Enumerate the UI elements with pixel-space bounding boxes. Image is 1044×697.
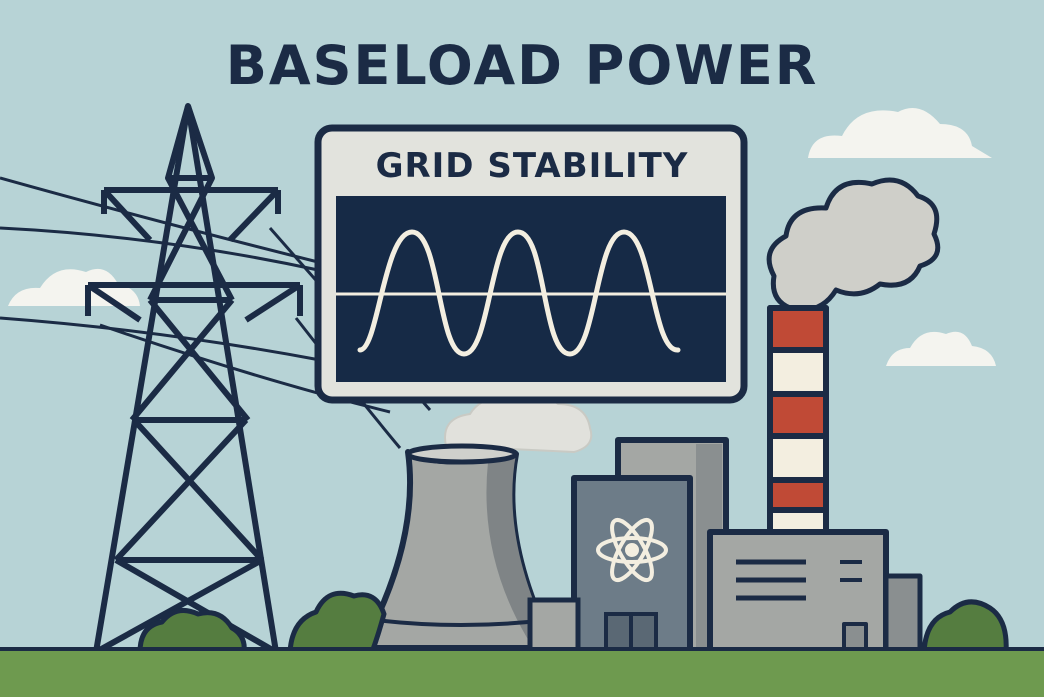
plant-building [707,529,923,653]
grid-stability-panel [314,124,748,404]
waveform-screen [336,196,726,382]
ground [0,648,1044,697]
page-title: BASELOAD POWER [225,34,819,97]
cloud-icon [808,108,992,158]
chimney-icon [767,305,829,543]
cooling-tower-icon [359,443,557,651]
annex-building [527,597,581,653]
smoke-cloud [766,177,941,313]
atom-icon [596,517,668,583]
cloud-icon [886,331,996,366]
waveform-wave [357,229,681,357]
transmission-tower-icon [85,103,303,655]
bush [137,590,1009,655]
panel-title: GRID STABILITY [375,146,689,186]
